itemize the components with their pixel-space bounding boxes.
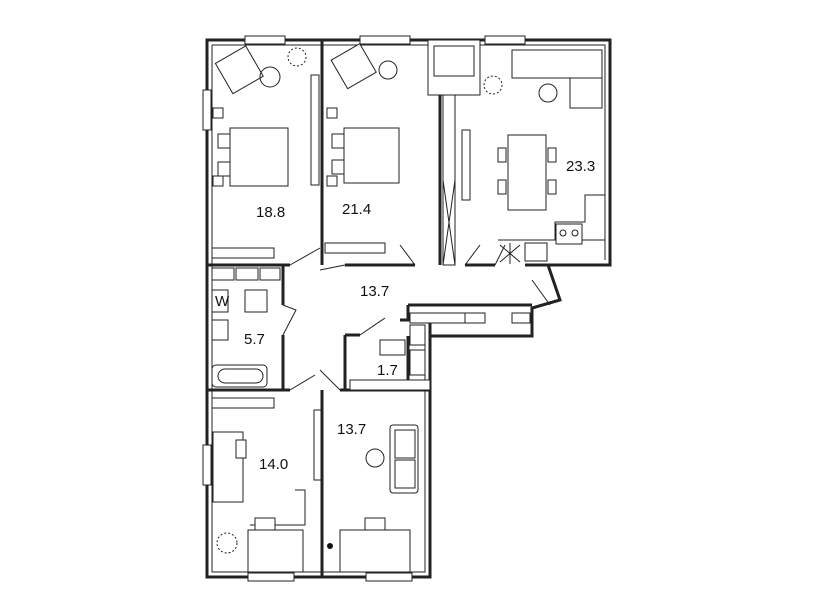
- washer-label: W: [215, 293, 230, 310]
- bedroom-1-furniture: [212, 45, 307, 187]
- room-area-bathroom: 5.7: [244, 331, 265, 348]
- kitchen-furniture: [483, 49, 605, 264]
- room-area-hall: 13.7: [360, 283, 389, 300]
- room-area-kitchen-living: 23.3: [566, 158, 595, 175]
- bedroom-3-furniture: [212, 431, 306, 573]
- bathroom-fixtures: W: [211, 267, 281, 388]
- area-labels: 18.8 21.4 23.3 13.7 5.7 1.7 14.0 13.7: [244, 158, 595, 473]
- room-area-bedroom-3: 14.0: [259, 456, 288, 473]
- room-area-toilet: 1.7: [377, 362, 398, 379]
- radiators: [211, 242, 531, 409]
- windows: [202, 35, 526, 582]
- bedroom-4-furniture: [327, 424, 419, 573]
- wardrobe: [310, 74, 471, 481]
- room-area-bedroom-4: 13.7: [337, 421, 366, 438]
- toilet-fixtures: [349, 324, 431, 391]
- room-area-bedroom-2: 21.4: [342, 201, 371, 218]
- doors: [282, 244, 551, 391]
- outer-wall: [205, 38, 612, 579]
- room-area-bedroom-1: 18.8: [256, 204, 285, 221]
- ventilation-shaft: [427, 39, 481, 96]
- bedroom-2-furniture: [326, 42, 400, 187]
